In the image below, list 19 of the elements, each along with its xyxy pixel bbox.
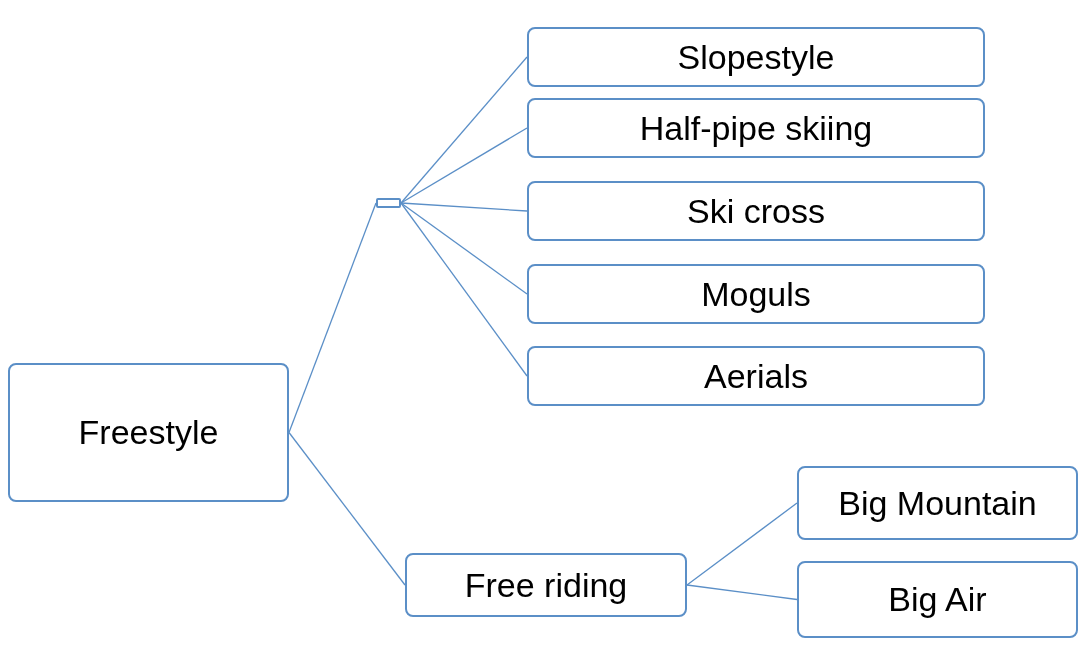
connector-line — [400, 56, 528, 204]
connector-line — [400, 202, 528, 295]
junction-box — [376, 198, 401, 208]
category-box: Half-pipe skiing — [527, 98, 985, 158]
category-box: Moguls — [527, 264, 985, 324]
category-box: Aerials — [527, 346, 985, 406]
connector-line — [686, 502, 798, 586]
connector-line — [400, 202, 528, 212]
category-box: Slopestyle — [527, 27, 985, 87]
connector-line — [288, 431, 406, 586]
category-box: Big Air — [797, 561, 1078, 638]
connector-line — [288, 202, 377, 434]
category-box: Ski cross — [527, 181, 985, 241]
connector-line — [686, 584, 798, 601]
category-box: Freestyle — [8, 363, 289, 502]
category-box: Free riding — [405, 553, 687, 617]
category-box: Big Mountain — [797, 466, 1078, 540]
connector-line — [400, 202, 528, 377]
connector-line — [400, 127, 528, 204]
